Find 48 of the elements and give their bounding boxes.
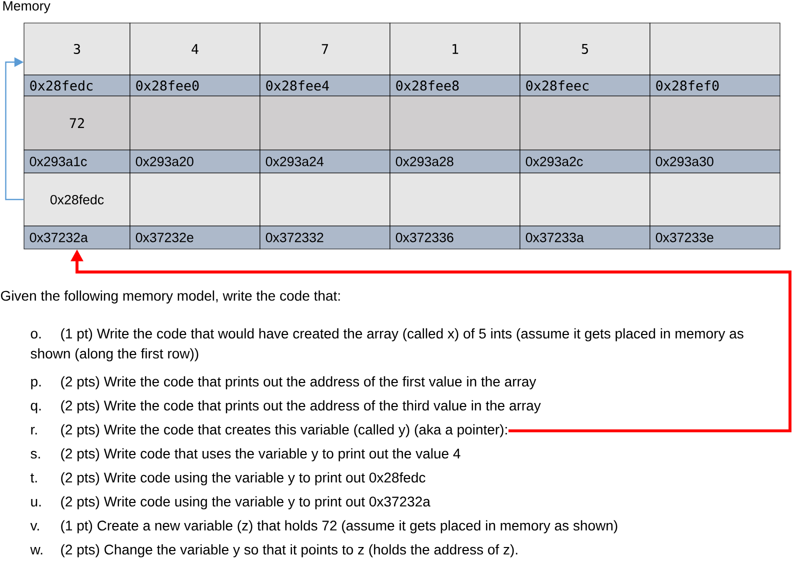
address-cell: 0x293a28 (390, 150, 520, 174)
address-cell: 0x37233a (520, 226, 650, 250)
memory-cell (650, 172, 780, 226)
list-item: p. (2 pts) Write the code that prints out the address of the first value in the array (31, 376, 536, 390)
address-cell: 0x28fef0 (650, 74, 780, 96)
address-cell: 0x28fedc (24, 74, 130, 96)
arrow (5, 57, 24, 200)
address-cell: 0x293a30 (650, 150, 780, 174)
memory-cell (130, 96, 260, 150)
list-item: o. (1 pt) Write the code that would have created the array (called x) of 5 ints (assume it gets placed in memory as shown (along the first row)) (30, 328, 744, 362)
memory-cell (520, 172, 650, 226)
list-item: r. (2 pts) Write the code that creates this variable (called y) (aka a pointer): (31, 424, 507, 438)
memory-cell (650, 22, 780, 76)
list-item: s. (2 pts) Write code that uses the variable y to print out the value 4 (30, 448, 460, 462)
address-cell: 0x28feec (520, 74, 650, 96)
address-cell: 0x37232e (130, 226, 260, 250)
heading: Memory (3, 1, 50, 14)
memory-cell: 1 (390, 22, 520, 76)
address-cell: 0x293a20 (130, 150, 260, 174)
memory-cell: 7 (260, 22, 390, 76)
memory-cell: 5 (520, 22, 650, 76)
address-cell: 0x293a24 (260, 150, 390, 174)
memory-cell (650, 96, 780, 150)
address-cell: 0x293a2c (520, 150, 650, 174)
instruction-text: Given the following memory model, write the code that: (0, 290, 340, 304)
memory-cell: 72 (24, 96, 130, 150)
address-cell: 0x28fee0 (130, 74, 260, 96)
memory-cell (520, 96, 650, 150)
list-item: v. (1 pt) Create a new variable (z) that holds 72 (assume it gets placed in memory as shown) (30, 520, 618, 534)
list-item: w. (2 pts) Change the variable y so that it points to z (holds the address of z). (30, 544, 518, 558)
list-item: q. (2 pts) Write the code that prints out the address of the third value in the array (30, 400, 541, 414)
memory-cell: 4 (130, 22, 260, 76)
memory-cell: 3 (24, 22, 130, 76)
memory-cell: 0x28fedc (24, 172, 130, 226)
memory-cell (130, 172, 260, 226)
address-cell: 0x372336 (390, 226, 520, 250)
address-cell: 0x28fee4 (260, 74, 390, 96)
list-item: u. (2 pts) Write code using the variable y to print out 0x37232a (31, 496, 430, 510)
memory-cell (260, 96, 390, 150)
address-cell: 0x28fee8 (390, 74, 520, 96)
address-cell: 0x37232a (24, 226, 130, 250)
memory-cell (390, 96, 520, 150)
address-cell: 0x37233e (650, 226, 780, 250)
address-cell: 0x293a1c (24, 150, 130, 174)
memory-cell (390, 172, 520, 226)
memory-cell (260, 172, 390, 226)
list-item: t. (2 pts) Write code using the variable y to print out 0x28fedc (30, 472, 426, 486)
address-cell: 0x372332 (260, 226, 390, 250)
